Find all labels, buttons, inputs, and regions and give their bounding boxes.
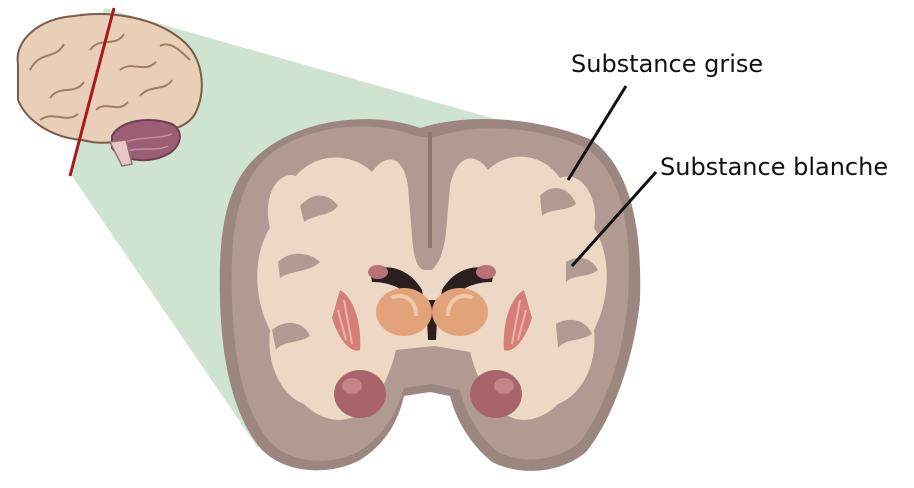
hippocampus-right (470, 370, 522, 418)
coronal-section (220, 119, 641, 471)
hippocampus-left (334, 370, 386, 418)
whole-brain-icon (18, 14, 202, 166)
gray-matter-label: Substance grise (571, 50, 763, 78)
white-matter-label: Substance blanche (660, 153, 888, 181)
